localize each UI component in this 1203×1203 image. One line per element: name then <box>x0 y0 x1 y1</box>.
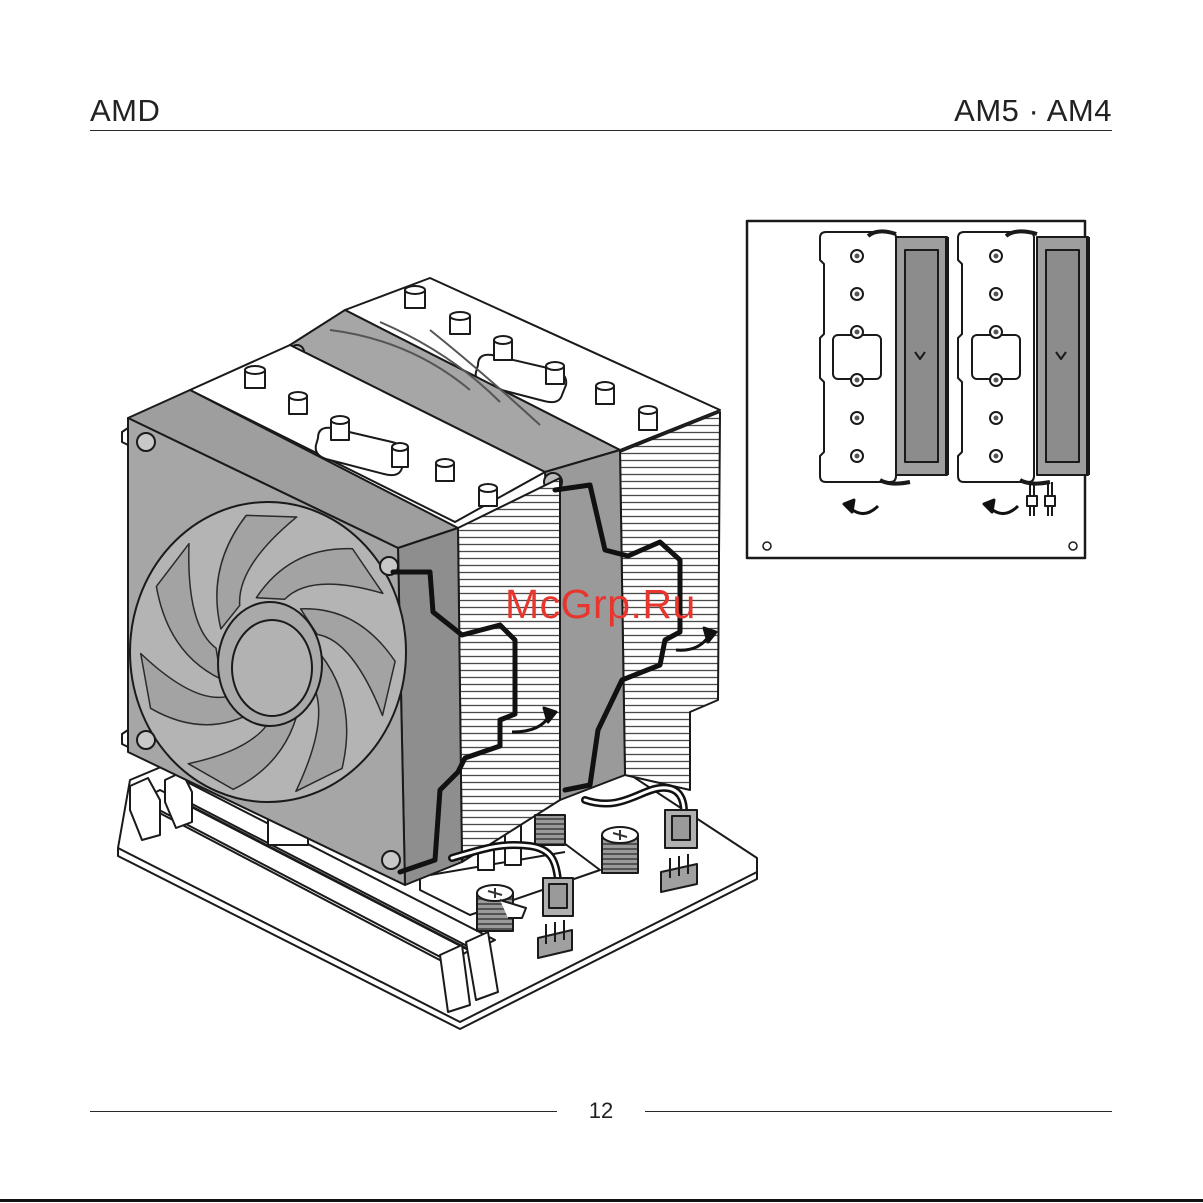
heatpipe-cap <box>494 336 512 360</box>
heatpipe-cap <box>331 416 349 440</box>
heatpipe-cap <box>392 443 408 467</box>
heatpipe-cap <box>436 459 454 481</box>
watermark: McGrp.Ru <box>505 582 696 626</box>
heatpipe-cap <box>639 406 657 430</box>
heatpipe-cap <box>245 366 265 388</box>
page-bottom-edge <box>0 1199 1203 1202</box>
inset-heatsink-right <box>958 231 1088 516</box>
fan-connector <box>665 810 697 848</box>
heatpipe-cap <box>479 484 497 506</box>
page-number: 12 <box>561 1098 641 1124</box>
footer-rule-left <box>90 1111 557 1112</box>
top-view-inset <box>747 221 1088 558</box>
heatpipe-cap <box>596 382 614 404</box>
heatpipe-cap <box>546 362 564 384</box>
fan-connector <box>543 878 573 916</box>
front-fin-stack <box>458 478 560 862</box>
heatpipe-cap <box>289 392 307 414</box>
cooler-installation-illustration <box>118 278 757 1029</box>
inset-heatsink-left <box>820 231 947 483</box>
footer-rule-right <box>645 1111 1112 1112</box>
heatpipe-cap <box>405 286 425 308</box>
heatpipe-cap <box>450 312 470 334</box>
